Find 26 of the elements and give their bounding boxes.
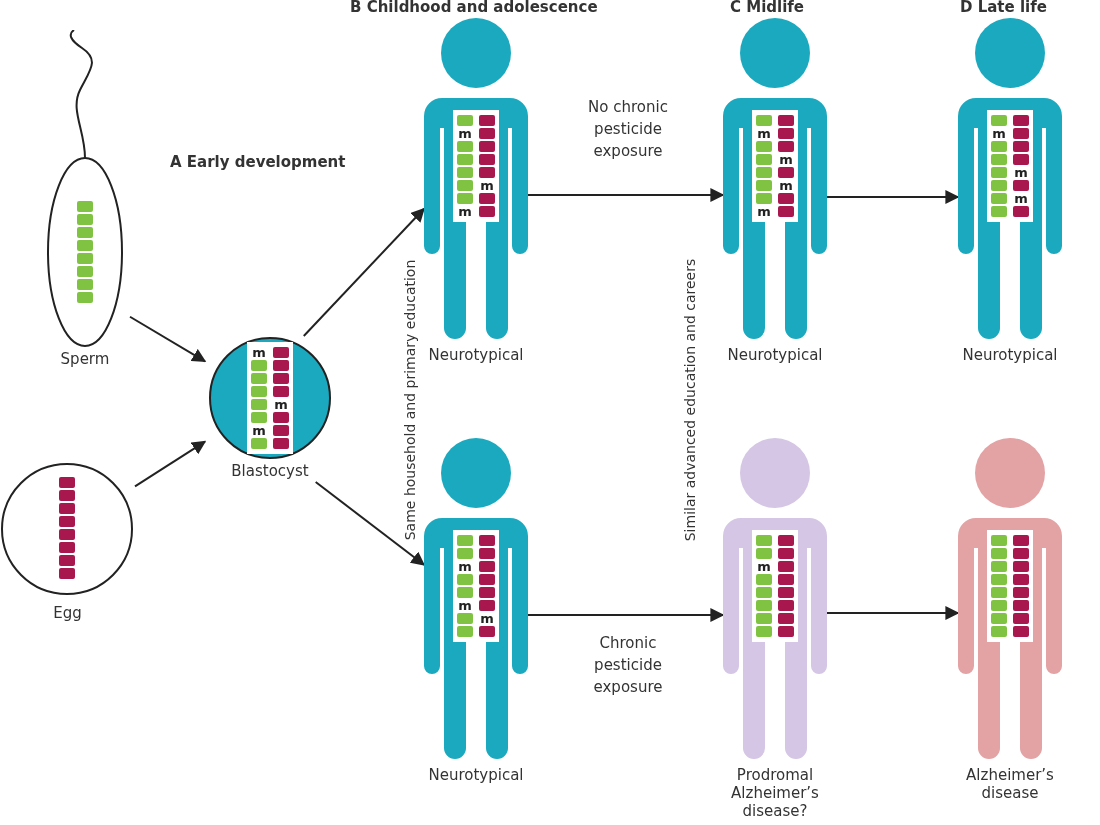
section-heading: B Childhood and adolescence: [350, 0, 598, 17]
section-heading: D Late life: [960, 0, 1047, 17]
section-heading: C Midlife: [730, 0, 805, 17]
chromosome-mark: m: [251, 424, 267, 437]
stage-caption: Neurotypical: [427, 346, 525, 364]
stage-caption: Alzheimer’s disease: [965, 766, 1055, 802]
section-heading: A Early development: [170, 152, 346, 172]
chromosome-mark: m: [273, 398, 289, 411]
vertical-note: Similar advanced education and careers: [682, 258, 698, 542]
chromosome-mark: m: [251, 346, 267, 359]
arrow: [134, 440, 207, 488]
stage-caption: Neurotypical: [427, 766, 525, 784]
stage-caption: Blastocyst: [230, 462, 310, 480]
stage-caption: Sperm: [59, 350, 111, 368]
arrow: [527, 188, 725, 202]
arrow: [314, 481, 426, 566]
stage-caption: Prodromal Alzheimer’s disease?: [730, 766, 820, 820]
stage-caption: Egg: [52, 604, 83, 622]
arrow: [302, 207, 425, 337]
arrow: [826, 190, 960, 204]
vertical-note: Same household and primary education: [402, 259, 418, 541]
arrow: [129, 315, 207, 363]
stage-caption: Neurotypical: [726, 346, 824, 364]
arrow: [826, 606, 960, 620]
arrow: [527, 608, 725, 622]
stage-caption: Neurotypical: [961, 346, 1059, 364]
